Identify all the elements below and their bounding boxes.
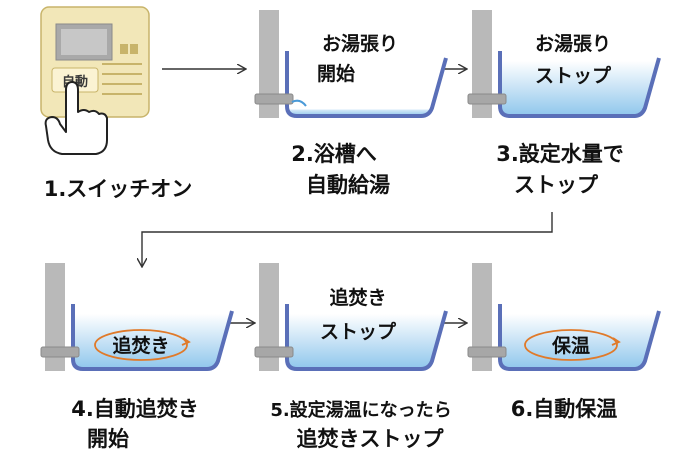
pipe bbox=[254, 346, 294, 358]
step-6-caption: 6.自動保温 bbox=[511, 397, 618, 421]
step-4: 追焚き 4.自動追焚き 開始 bbox=[40, 263, 234, 451]
swirl-arrow-icon bbox=[611, 337, 621, 346]
water bbox=[73, 313, 232, 369]
bathtub bbox=[467, 10, 661, 118]
step-5-caption-line-2: 追焚きストップ bbox=[297, 427, 445, 451]
wall bbox=[259, 263, 279, 371]
panel-button-small-2 bbox=[130, 44, 138, 54]
swirl-orange-icon bbox=[94, 329, 188, 361]
panel-button-small-1 bbox=[120, 44, 128, 54]
pipe bbox=[467, 93, 507, 105]
wall bbox=[472, 10, 492, 118]
wall bbox=[45, 263, 65, 371]
bathtub bbox=[254, 10, 448, 118]
step-3-caption-line-2: ストップ bbox=[514, 173, 599, 197]
bath-label-line-1: 追焚き bbox=[112, 334, 169, 357]
bath-label-line-1: 保温 bbox=[551, 334, 590, 357]
pointing-hand-icon bbox=[44, 81, 108, 155]
bath-label-line-1: お湯張り bbox=[535, 33, 611, 55]
wall bbox=[472, 263, 492, 371]
water bbox=[500, 60, 659, 116]
pipe bbox=[467, 346, 507, 358]
pipe bbox=[254, 93, 294, 105]
bathtub-outline bbox=[498, 51, 661, 118]
wall bbox=[259, 10, 279, 118]
step-2-caption-line-2: 自動給湯 bbox=[306, 173, 390, 197]
bathtub bbox=[254, 263, 448, 371]
bath-label-line-2: ストップ bbox=[320, 320, 397, 343]
step-3-caption-line-1: 3.設定水量で bbox=[496, 142, 624, 166]
step-1: 自動 1.スイッチオン bbox=[40, 6, 193, 201]
swirl-arrow-icon bbox=[181, 337, 191, 346]
water bbox=[287, 313, 446, 369]
step-3: お湯張り ストップ 3.設定水量で ストップ bbox=[467, 10, 661, 197]
control-panel: 自動 bbox=[40, 6, 150, 118]
bathtub-outline bbox=[498, 304, 661, 371]
bath-label-line-1: 追焚き bbox=[329, 286, 386, 309]
bathtub bbox=[40, 263, 234, 371]
bath-label-line-2: ストップ bbox=[535, 64, 612, 87]
bath-label-line-1: お湯張り bbox=[322, 33, 398, 55]
swirl-orange-icon bbox=[524, 329, 618, 361]
step-5-caption-line-1: 5.設定湯温になったら bbox=[270, 399, 451, 421]
step-2-caption-line-1: 2.浴槽へ bbox=[291, 142, 377, 166]
bathtub-outline bbox=[285, 51, 448, 118]
step-4-caption-line-1: 4.自動追焚き bbox=[71, 397, 199, 421]
panel-display-inner bbox=[61, 29, 107, 55]
bathtub-outline bbox=[71, 304, 234, 371]
step-6: 保温 6.自動保温 bbox=[467, 263, 661, 421]
water bbox=[287, 106, 432, 116]
step-2: お湯張り 開始 2.浴槽へ 自動給湯 bbox=[254, 10, 448, 197]
bath-label-line-2: 開始 bbox=[317, 62, 355, 85]
step-1-caption: 1.スイッチオン bbox=[44, 177, 193, 201]
bathtub-outline bbox=[285, 304, 448, 371]
step-5: 追焚き ストップ 5.設定湯温になったら 追焚きストップ bbox=[254, 263, 452, 451]
step-4-caption-line-2: 開始 bbox=[87, 427, 129, 451]
pipe bbox=[40, 346, 80, 358]
return-arrow-icon bbox=[142, 212, 553, 266]
bathtub bbox=[467, 263, 661, 371]
water-flow-icon bbox=[291, 99, 307, 107]
